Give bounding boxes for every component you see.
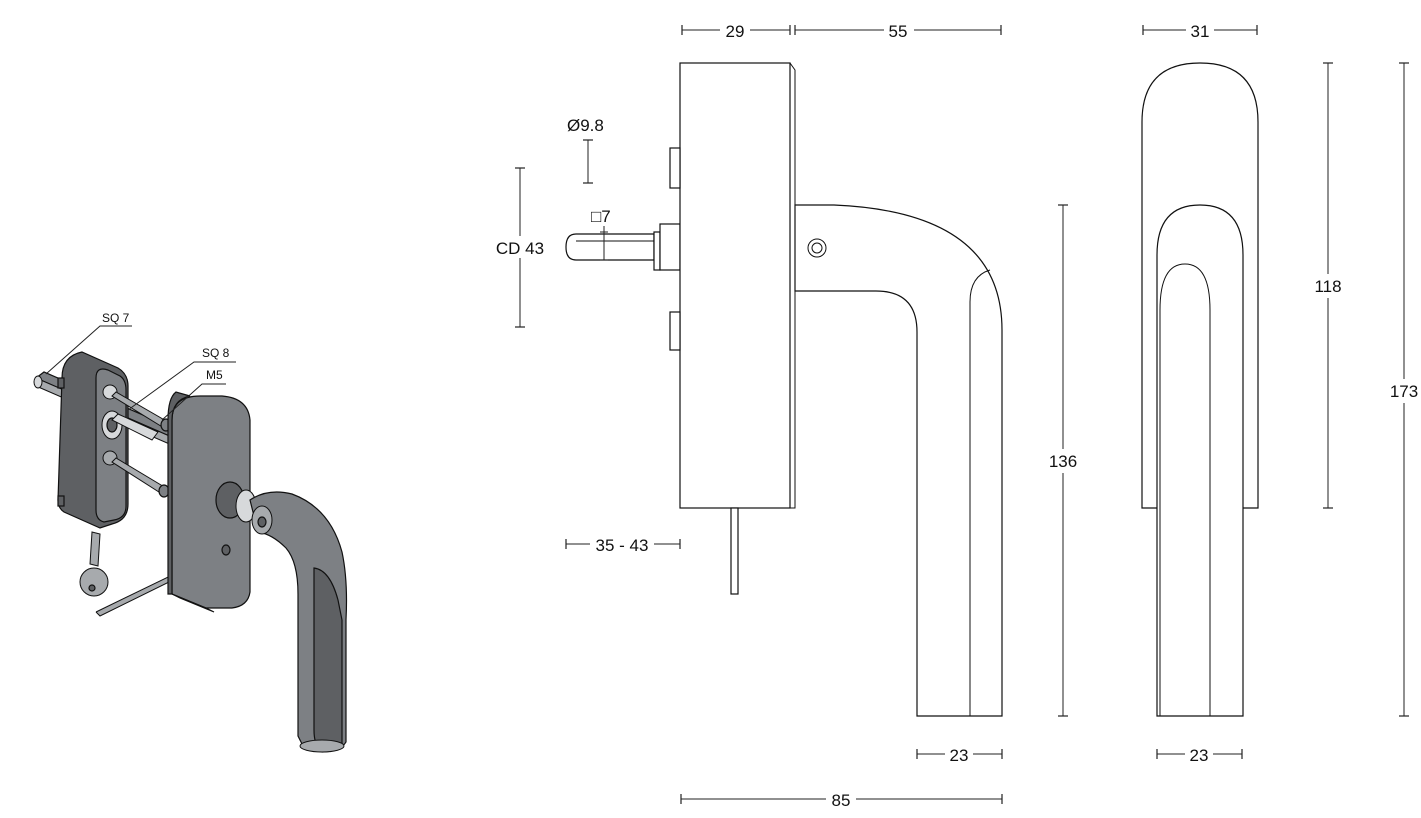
dim-front-width: 31 [1191, 22, 1210, 41]
dim-grip-width-side: 23 [950, 746, 969, 765]
spindle-collar [653, 231, 661, 271]
isometric-exploded-view: SQ 7 SQ 8 M5 [33, 311, 348, 753]
spindle-cylinder [565, 233, 655, 261]
rose-boss-top [669, 147, 681, 189]
dim-handle-projection: 55 [889, 22, 908, 41]
callout-m5: M5 [206, 368, 223, 382]
rose-side [679, 62, 791, 509]
dim-door-range: 35 - 43 [596, 536, 649, 555]
key [79, 531, 109, 597]
lever-side [794, 204, 1003, 717]
callout-leaders [45, 325, 236, 421]
spindle-base [659, 223, 681, 271]
lever-handle [249, 491, 348, 753]
dim-grip-width-front: 23 [1190, 746, 1209, 765]
callout-sq7: SQ 7 [102, 311, 130, 325]
dim-rose-width: 29 [726, 22, 745, 41]
dim-rose-diameter: Ø9.8 [567, 116, 604, 135]
lever-front [1156, 204, 1244, 717]
base-plate [57, 351, 129, 529]
dim-total-height: 173 [1390, 382, 1418, 401]
dim-handle-height: 136 [1049, 452, 1077, 471]
side-view: 29 55 Ø9.8 □7 CD 43 35 - 43 23 85 136 [492, 20, 1082, 810]
front-view: 31 23 118 173 [1141, 20, 1421, 765]
key-pin [730, 507, 739, 595]
dim-rose-height: 118 [1314, 277, 1341, 296]
rose-boss-bottom [669, 311, 681, 351]
sq8-spindle [111, 413, 159, 441]
dim-total-depth: 85 [832, 791, 851, 810]
dim-spindle-square: □7 [591, 207, 611, 226]
callout-sq8: SQ 8 [202, 346, 230, 360]
dim-cd: CD 43 [496, 239, 544, 258]
